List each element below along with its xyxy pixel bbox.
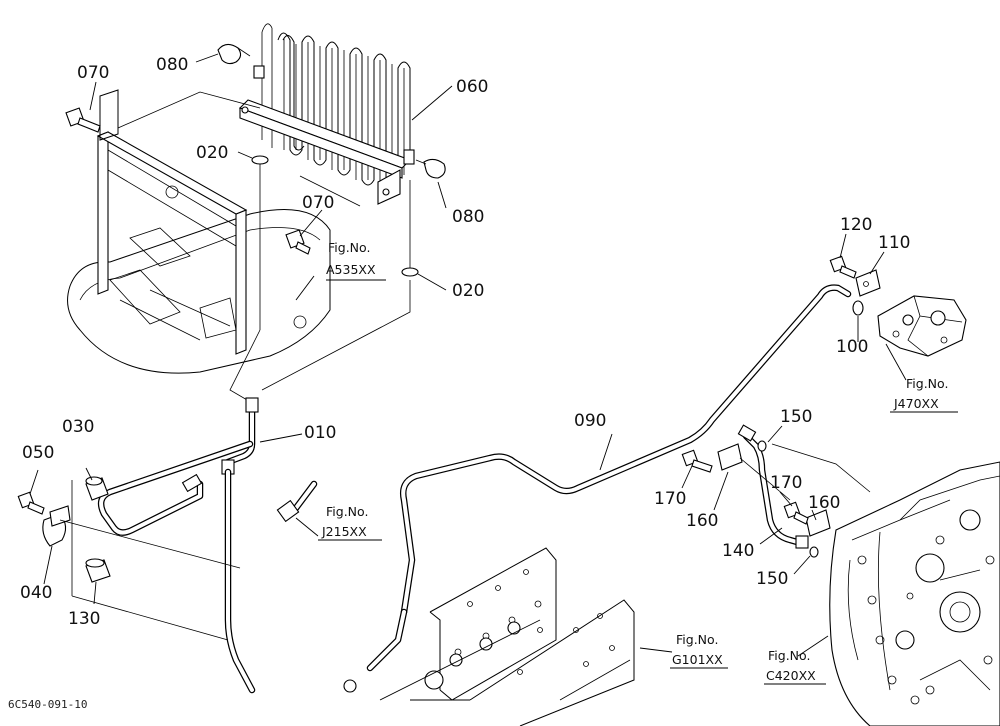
callout-050: 050: [22, 443, 54, 463]
callout-150-upper: 150: [780, 407, 812, 427]
callout-020-lower: 020: [452, 281, 484, 301]
callout-160-left: 160: [686, 511, 718, 531]
fig-ref-a535-code: A535XX: [326, 262, 376, 277]
callout-170-right: 170: [770, 473, 802, 493]
valve-body-j470: [877, 295, 967, 357]
fig-ref-c420-label: Fig.No.: [768, 648, 810, 663]
fig-ref-g101-label: Fig.No.: [676, 632, 718, 647]
o-ring-020-upper: [251, 155, 269, 165]
callout-140: 140: [722, 541, 754, 561]
callout-070-left: 070: [77, 63, 109, 83]
bolt-050: [17, 491, 45, 515]
fig-ref-a535-label: Fig.No.: [328, 240, 370, 255]
callout-170-left: 170: [654, 489, 686, 509]
callout-150-lower: 150: [756, 569, 788, 589]
callout-030: 030: [62, 417, 94, 437]
callout-070-center: 070: [302, 193, 334, 213]
clamp-040: [42, 505, 71, 547]
bolt-170-left: [681, 449, 713, 473]
o-ring-150-upper: [757, 440, 767, 452]
o-ring-020-lower: [401, 267, 419, 277]
callout-020-upper: 020: [196, 143, 228, 163]
diagram-code: 6C540-091-10: [8, 698, 87, 711]
mounting-frame: [67, 89, 331, 374]
plate-160-left: [717, 443, 743, 471]
plate-110: [855, 269, 881, 297]
plate-160-right: [805, 509, 831, 537]
fig-ref-c420-code: C420XX: [766, 668, 816, 683]
callout-040: 040: [20, 583, 52, 603]
fig-ref-g101-code: G101XX: [672, 652, 723, 667]
fig-ref-j470-code: J470XX: [893, 396, 939, 411]
callout-010: 010: [304, 423, 336, 443]
callout-110: 110: [878, 233, 910, 253]
callout-090: 090: [574, 411, 606, 431]
callout-080-top: 080: [156, 55, 188, 75]
hose-010: [221, 397, 259, 475]
bolt-070-left: [65, 107, 101, 133]
bolt-170-right: [783, 501, 809, 525]
o-ring-100: [852, 300, 864, 316]
sleeve-030: [85, 476, 109, 501]
hose-clamp-080-right: [415, 158, 446, 179]
fig-ref-j215-label: Fig.No.: [326, 504, 368, 519]
transmission-case-c420: [829, 461, 1000, 726]
sleeve-130: [85, 558, 111, 583]
frame-rail-g101: [343, 547, 635, 726]
callout-130: 130: [68, 609, 100, 629]
callout-120: 120: [840, 215, 872, 235]
callout-160-right: 160: [808, 493, 840, 513]
bolt-120: [829, 255, 857, 279]
bolt-070-center: [285, 229, 311, 255]
o-ring-150-lower: [809, 546, 819, 558]
hose-clamp-080-top: [217, 43, 251, 65]
pipe-090: [366, 284, 852, 672]
fig-ref-j470-label: Fig.No.: [906, 376, 948, 391]
callout-060: 060: [456, 77, 488, 97]
pipe-140: [737, 424, 809, 549]
fitting-j215: [276, 480, 318, 523]
callout-080-right: 080: [452, 207, 484, 227]
oil-cooler-part: [239, 23, 415, 205]
callout-100: 100: [836, 337, 868, 357]
fig-ref-j215-code: J215XX: [321, 524, 367, 539]
pipe-right-long: [224, 468, 256, 694]
